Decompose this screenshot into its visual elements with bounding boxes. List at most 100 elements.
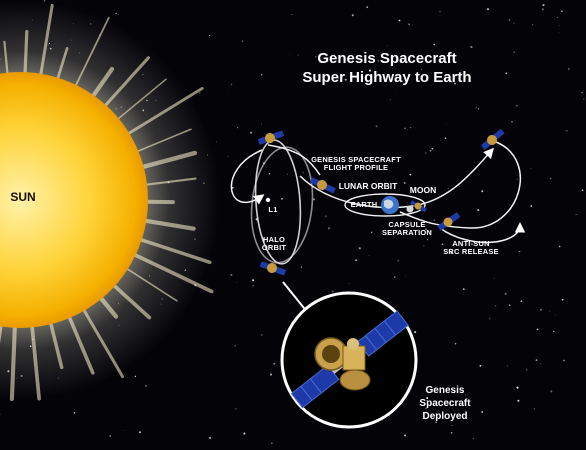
star: [557, 16, 559, 18]
star: [561, 298, 564, 301]
sun-ray: [9, 323, 17, 401]
star: [516, 386, 519, 389]
star: [426, 239, 428, 241]
star: [530, 205, 533, 207]
star: [313, 198, 315, 201]
star: [441, 243, 444, 246]
star: [427, 394, 428, 396]
sun-disk: [0, 72, 148, 328]
star: [445, 123, 447, 125]
star: [324, 215, 327, 218]
spacecraft-icon: [309, 177, 336, 194]
star: [252, 279, 255, 282]
star: [550, 390, 553, 393]
sun-ray: [111, 282, 152, 320]
spacecraft-icon: [437, 212, 461, 231]
flight-profile-label: GENESIS SPACECRAFT FLIGHT PROFILE: [306, 156, 406, 172]
sun-ray: [67, 314, 95, 375]
star: [478, 108, 480, 110]
star: [409, 173, 412, 176]
sun-ray: [131, 252, 214, 294]
star: [559, 25, 560, 26]
l1-label: L1: [268, 205, 278, 214]
star: [450, 432, 453, 434]
star: [439, 57, 441, 59]
star: [581, 189, 584, 192]
star: [377, 60, 379, 62]
star: [444, 251, 446, 253]
lunar-orbit-ellipse: [344, 193, 426, 217]
sun-label: SUN: [10, 190, 36, 204]
star: [410, 329, 413, 331]
star: [117, 14, 119, 16]
star: [526, 369, 528, 371]
star: [237, 127, 239, 129]
spacecraft-icon: [257, 130, 285, 145]
deployed-spacecraft-icon: [290, 310, 409, 409]
star: [575, 213, 577, 216]
star: [472, 438, 474, 439]
star: [532, 24, 534, 26]
star: [493, 278, 495, 279]
star: [230, 83, 233, 86]
halo-orbit-label: HALO ORBIT: [256, 236, 292, 252]
star: [289, 54, 291, 56]
star: [558, 245, 561, 248]
halo-line-1: HALO: [262, 235, 286, 244]
star: [581, 91, 583, 94]
star: [344, 78, 347, 81]
flight-profile-line-2: FLIGHT PROFILE: [323, 162, 389, 172]
star: [513, 51, 515, 53]
star: [451, 424, 453, 427]
star: [470, 76, 471, 78]
star: [536, 328, 539, 331]
anti-sun-label: ANTI-SUN SRC RELEASE: [436, 240, 506, 256]
star: [444, 137, 447, 139]
star: [423, 403, 425, 405]
capsule-line-2: SEPARATION: [381, 227, 433, 237]
star: [404, 127, 406, 130]
star: [271, 442, 273, 444]
star: [426, 397, 429, 399]
star: [242, 141, 243, 142]
star: [291, 14, 293, 16]
star: [518, 251, 520, 253]
capsule-line-1: CAPSULE: [388, 220, 426, 229]
star: [433, 219, 436, 222]
star: [109, 435, 111, 437]
star: [549, 177, 552, 180]
spacecraft-icon: [480, 128, 505, 151]
sun-ray: [135, 128, 192, 153]
star: [371, 231, 373, 233]
star: [541, 8, 544, 11]
star: [230, 274, 233, 276]
star: [454, 82, 456, 85]
star: [331, 290, 334, 293]
star: [297, 54, 299, 56]
star: [389, 99, 392, 101]
star: [228, 87, 230, 89]
star: [209, 35, 211, 37]
star: [355, 259, 357, 261]
star: [327, 228, 330, 230]
star: [454, 343, 457, 345]
star: [386, 192, 387, 194]
sun-ray: [125, 267, 178, 302]
sun-ray: [56, 47, 69, 82]
flight-profile-line-1: GENESIS SPACECRAFT: [311, 155, 401, 164]
star: [273, 362, 276, 365]
sun-ray: [144, 177, 197, 186]
sun-ray: [137, 237, 212, 265]
star: [439, 11, 441, 13]
launch-path: [230, 149, 265, 205]
star: [516, 105, 518, 107]
sun-ray: [39, 3, 54, 78]
star: [398, 19, 401, 22]
star: [508, 19, 511, 21]
sun-ray: [90, 66, 115, 100]
sun-ray: [139, 150, 198, 170]
deployed-caption: Genesis Spacecraft Deployed: [410, 384, 480, 423]
star: [513, 22, 515, 24]
anti-sun-path: [439, 222, 526, 244]
